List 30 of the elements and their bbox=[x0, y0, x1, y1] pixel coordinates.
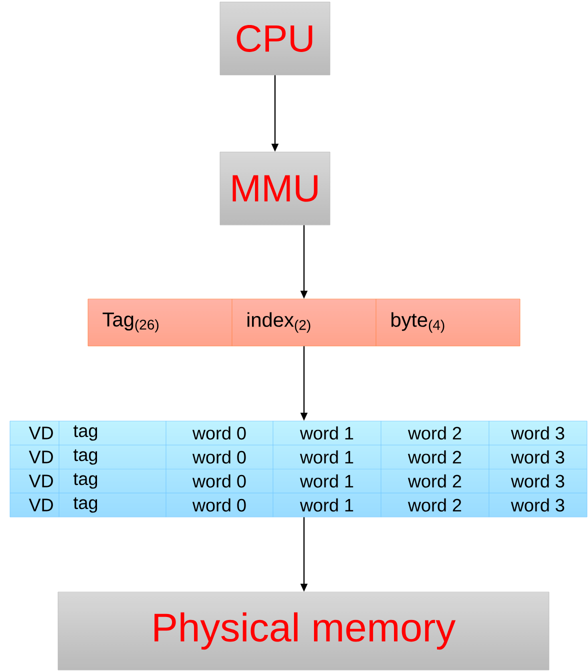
cell-text: VD bbox=[28, 474, 53, 488]
cell-text: tag bbox=[73, 497, 98, 513]
cell-text: tag bbox=[73, 473, 98, 489]
cell-text: word 0 bbox=[192, 426, 246, 440]
memory-box: Physical memory bbox=[58, 592, 550, 670]
cell-text: VD bbox=[28, 498, 53, 512]
cell-text: tag bbox=[73, 425, 98, 441]
cell-text: word 1 bbox=[300, 498, 354, 512]
field-label: index$_{(2)}$ bbox=[248, 312, 310, 333]
process-box: MMU bbox=[220, 152, 330, 226]
cell-text: word 3 bbox=[510, 498, 564, 512]
cell-text: word 0 bbox=[192, 450, 246, 464]
field-label: Tag$_{(26)}$ bbox=[102, 312, 158, 332]
cell-text: tag bbox=[73, 449, 98, 465]
cell-text: word 3 bbox=[510, 450, 564, 464]
cell-text: VD bbox=[28, 426, 53, 440]
cell-text: word 1 bbox=[300, 450, 354, 464]
cell-text: VD bbox=[28, 450, 53, 464]
cell-text: word 1 bbox=[300, 426, 354, 440]
cell-text: word 0 bbox=[192, 474, 246, 488]
process-box: CPU bbox=[220, 2, 330, 76]
cell-text: word 1 bbox=[300, 474, 354, 488]
cell-text: word 3 bbox=[510, 474, 564, 488]
cell-text: word 3 bbox=[510, 426, 564, 440]
cell-text: word 2 bbox=[408, 450, 462, 464]
cell-text: word 2 bbox=[408, 498, 462, 512]
field-label: byte$_{(4)}$ bbox=[391, 312, 444, 333]
cell-text: word 2 bbox=[408, 474, 462, 488]
cell-text: word 2 bbox=[408, 426, 462, 440]
cell-text: word 0 bbox=[192, 498, 246, 512]
